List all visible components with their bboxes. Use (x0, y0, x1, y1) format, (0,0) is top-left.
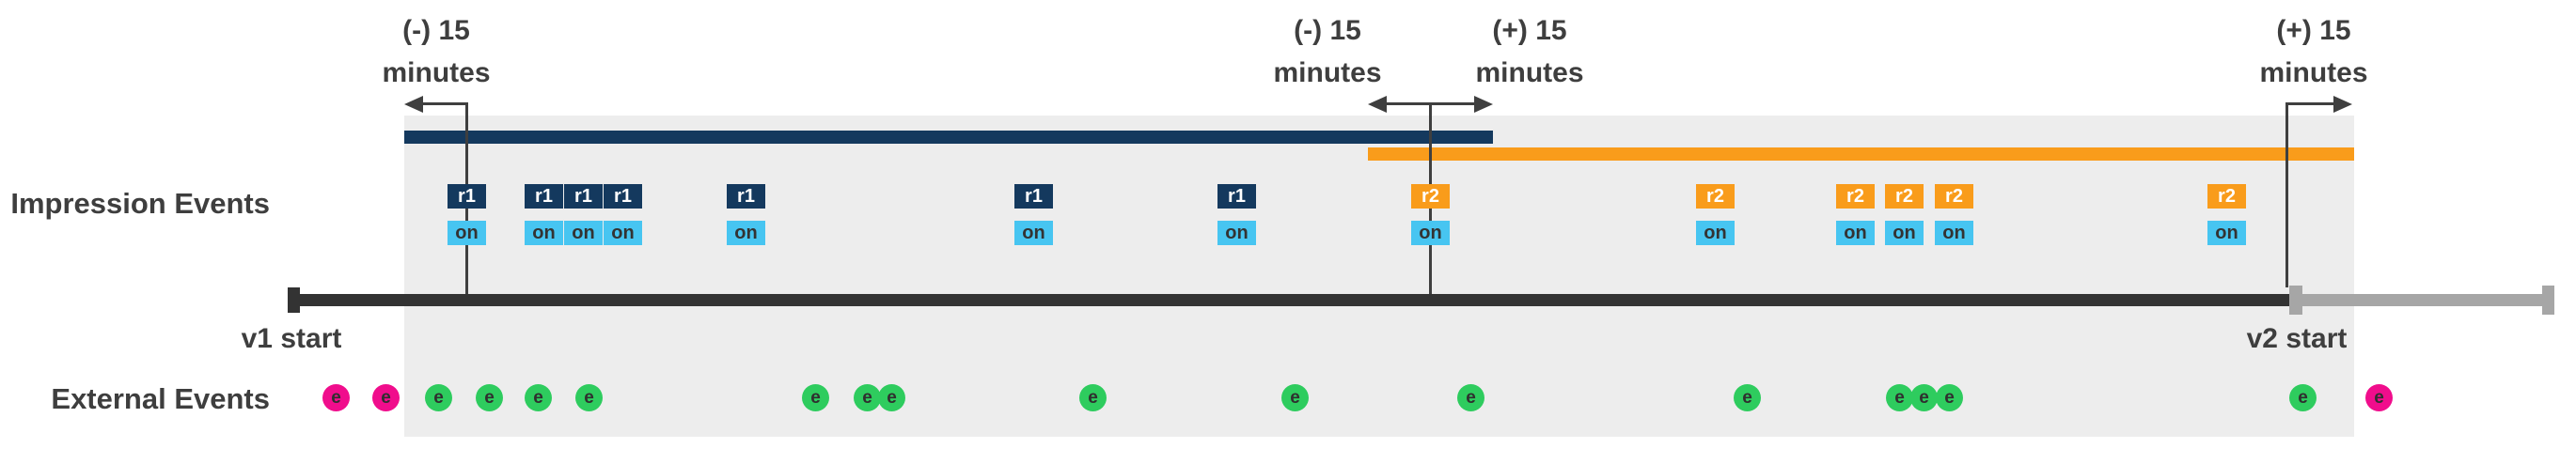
v1-start-cap (288, 287, 300, 313)
on-box: on (604, 221, 642, 245)
external-event-green: e (476, 384, 503, 411)
on-box: on (1411, 221, 1450, 245)
impression-event-r1: r1 on (1014, 184, 1053, 245)
impression-event-r2: r2 on (1696, 184, 1735, 245)
plus15-right-line2: minutes (2259, 57, 2368, 88)
arrow-shaft-left (420, 102, 468, 105)
arrow-left-icon (1368, 96, 1387, 113)
impression-events-row-label: Impression Events (10, 187, 270, 220)
on-box: on (2207, 221, 2246, 245)
external-event-green: e (1886, 384, 1913, 411)
plus15-label-right: (+) 15 minutes (2173, 9, 2455, 94)
impression-event-r1: r1 on (448, 184, 486, 245)
r2-box: r2 (1411, 184, 1450, 209)
plus15-right-line1: (+) 15 (2276, 15, 2351, 46)
external-event-green: e (425, 384, 452, 411)
v2-timeline-end-cap (2542, 286, 2554, 315)
minus15-label-left: (-) 15 minutes (295, 9, 577, 94)
v1-start-label: v1 start (241, 323, 342, 354)
on-box: on (1836, 221, 1875, 245)
external-events-row-label: External Events (51, 382, 270, 415)
minus15-left-line1: (-) 15 (402, 15, 470, 46)
v2-start-label: v2 start (2246, 323, 2348, 354)
plus15-label-center: (+) 15 minutes (1389, 9, 1671, 94)
impression-event-r2: r2 on (1935, 184, 1973, 245)
minus15-center-line1: (-) 15 (1294, 15, 1361, 46)
external-event-green: e (878, 384, 905, 411)
impression-event-r2: r2 on (1885, 184, 1924, 245)
r2-box: r2 (2207, 184, 2246, 209)
external-event-green: e (1910, 384, 1938, 411)
on-box: on (1014, 221, 1053, 245)
r2-box: r2 (1836, 184, 1875, 209)
arrow-shaft-right (2286, 102, 2337, 105)
v2-start-line (2285, 102, 2288, 287)
impression-event-r1: r1 on (604, 184, 642, 245)
impression-event-r1: r1 on (1217, 184, 1256, 245)
r1-box: r1 (448, 184, 486, 209)
v2-timeline-bar (2289, 294, 2554, 306)
impression-event-r2: r2 on (1836, 184, 1875, 245)
on-box: on (564, 221, 603, 245)
external-event-green: e (575, 384, 603, 411)
external-event-green: e (802, 384, 829, 411)
external-event-green: e (1457, 384, 1484, 411)
r1-box: r1 (564, 184, 603, 209)
external-event-green: e (1281, 384, 1309, 411)
r1-box: r1 (525, 184, 563, 209)
external-event-green: e (2289, 384, 2317, 411)
v1-attribution-window-bar (404, 131, 1493, 144)
external-event-green: e (1936, 384, 1963, 411)
minus15-center-line2: minutes (1273, 57, 1382, 88)
external-event-pink: e (372, 384, 400, 411)
on-box: on (727, 221, 765, 245)
external-event-green: e (1079, 384, 1107, 411)
on-box: on (1885, 221, 1924, 245)
r1-box: r1 (727, 184, 765, 209)
minus15-label-center: (-) 15 minutes (1186, 9, 1469, 94)
r1-box: r1 (1014, 184, 1053, 209)
arrow-right-icon (1474, 96, 1493, 113)
minus15-left-line2: minutes (382, 57, 491, 88)
impression-event-r1: r1 on (564, 184, 603, 245)
external-event-green: e (525, 384, 552, 411)
v2-start-cap (2289, 286, 2302, 315)
plus15-center-line2: minutes (1475, 57, 1584, 88)
external-event-pink: e (322, 384, 350, 411)
impression-event-r1: r1 on (727, 184, 765, 245)
impression-event-r2: r2 on (2207, 184, 2246, 245)
v1-timeline-bar (288, 294, 2289, 306)
on-box: on (1217, 221, 1256, 245)
r1-box: r1 (1217, 184, 1256, 209)
r2-box: r2 (1885, 184, 1924, 209)
experiment-window-panel (404, 116, 2354, 437)
external-event-pink: e (2365, 384, 2393, 411)
on-box: on (448, 221, 486, 245)
plus15-center-line1: (+) 15 (1492, 15, 1567, 46)
arrow-right-icon (2333, 96, 2352, 113)
external-event-green: e (854, 384, 881, 411)
v2-attribution-window-bar (1368, 147, 2354, 161)
external-event-green: e (1734, 384, 1761, 411)
r2-box: r2 (1935, 184, 1973, 209)
r2-box: r2 (1696, 184, 1735, 209)
on-box: on (525, 221, 563, 245)
on-box: on (1696, 221, 1735, 245)
r1-box: r1 (604, 184, 642, 209)
impression-event-r1: r1 on (525, 184, 563, 245)
on-box: on (1935, 221, 1973, 245)
impression-event-r2: r2 on (1411, 184, 1450, 245)
arrow-left-icon (404, 96, 423, 113)
